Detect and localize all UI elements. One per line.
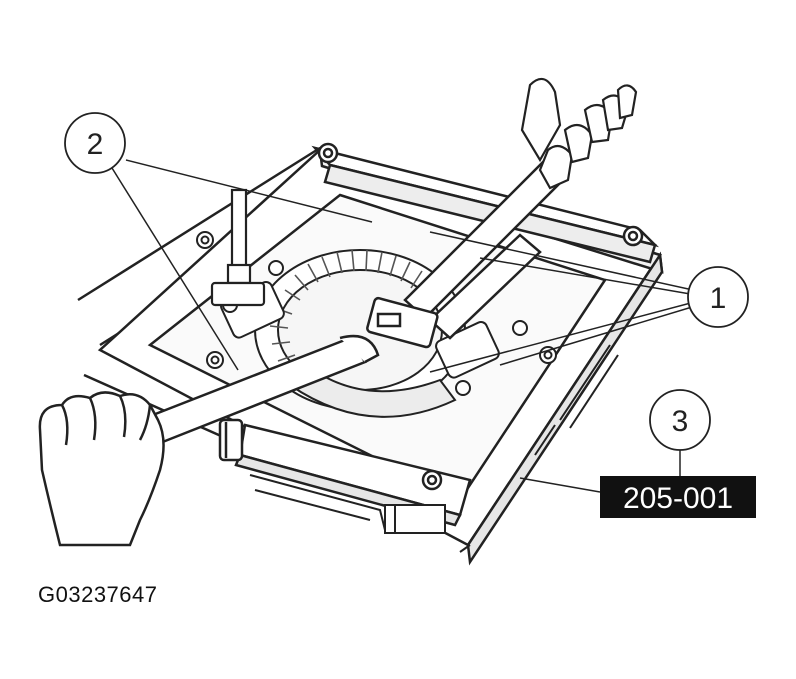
tool-label: 205-001	[623, 482, 733, 515]
callout-1-circle	[687, 266, 749, 328]
upper-hand	[520, 77, 638, 190]
callout-2-circle	[64, 112, 126, 174]
callout-1-number: 1	[710, 282, 727, 315]
fixture-support-rails	[249, 344, 619, 553]
lower-hand	[38, 391, 165, 547]
callout-2: 2	[64, 112, 373, 371]
tool-label-box	[600, 476, 756, 518]
vertical-pin	[210, 188, 266, 307]
callout-3-circle	[649, 389, 711, 451]
callout-1: 1	[429, 231, 749, 373]
upper-bar-tool	[366, 158, 567, 349]
callout-3: 3 205-001	[519, 389, 756, 518]
callout-2-number: 2	[87, 128, 104, 161]
callout-3-number: 3	[672, 405, 689, 438]
figure-id: G03237647	[38, 582, 158, 607]
